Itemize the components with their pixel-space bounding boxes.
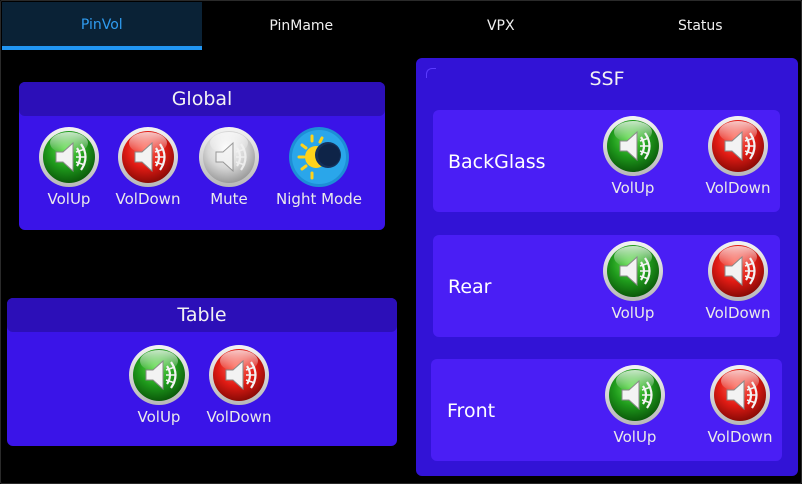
backglass-voldown-button[interactable]: VolDown (699, 115, 777, 197)
global-volup-button[interactable]: VolUp (36, 126, 102, 208)
tab-bar: PinVol PinMame VPX Status (2, 2, 800, 50)
speaker-red-icon (708, 116, 768, 176)
tab-vpx[interactable]: VPX (486, 18, 515, 34)
global-voldown-label: VolDown (115, 190, 181, 208)
speaker-red-icon (209, 345, 269, 405)
rear-voldown-button[interactable]: VolDown (699, 240, 777, 322)
ssf-group-rear: Rear VolUp VolDown (433, 235, 780, 337)
table-voldown-button[interactable]: VolDown (200, 344, 278, 426)
ssf-corner-decoration (426, 68, 436, 78)
tab-pinmame[interactable]: PinMame (269, 18, 334, 34)
mute-button[interactable]: Mute (196, 126, 262, 208)
table-panel-title: Table (7, 298, 397, 332)
global-panel: Global VolUp VolDown Mute (19, 82, 385, 230)
rear-volup-button[interactable]: VolUp (600, 240, 666, 322)
global-panel-title: Global (19, 82, 385, 116)
backglass-volup-label: VolUp (611, 179, 655, 197)
backglass-volup-button[interactable]: VolUp (600, 115, 666, 197)
speaker-green-icon (605, 365, 665, 425)
front-voldown-label: VolDown (707, 428, 773, 446)
table-volup-button[interactable]: VolUp (126, 344, 192, 426)
front-volup-label: VolUp (613, 428, 657, 446)
rear-label: Rear (448, 276, 492, 298)
front-volup-button[interactable]: VolUp (602, 364, 668, 446)
front-label: Front (447, 400, 496, 422)
front-voldown-button[interactable]: VolDown (701, 364, 779, 446)
global-volup-label: VolUp (47, 190, 91, 208)
table-volup-label: VolUp (137, 408, 181, 426)
table-voldown-label: VolDown (206, 408, 272, 426)
speaker-gray-icon (199, 127, 259, 187)
global-voldown-button[interactable]: VolDown (109, 126, 187, 208)
ssf-group-backglass: BackGlass VolUp VolDown (433, 110, 780, 212)
night-mode-icon (289, 127, 349, 187)
speaker-red-icon (708, 241, 768, 301)
speaker-red-icon (710, 365, 770, 425)
ssf-panel: SSF BackGlass VolUp VolDown Rear (416, 58, 798, 476)
ssf-panel-title: SSF (589, 68, 625, 90)
night-mode-label: Night Mode (276, 190, 362, 208)
speaker-green-icon (39, 127, 99, 187)
table-panel: Table VolUp VolDown (7, 298, 397, 446)
speaker-green-icon (603, 116, 663, 176)
tab-status[interactable]: Status (677, 18, 723, 34)
speaker-green-icon (603, 241, 663, 301)
backglass-voldown-label: VolDown (705, 179, 771, 197)
speaker-red-icon (118, 127, 178, 187)
rear-voldown-label: VolDown (705, 304, 771, 322)
rear-volup-label: VolUp (611, 304, 655, 322)
night-mode-button[interactable]: Night Mode (269, 126, 369, 208)
speaker-green-icon (129, 345, 189, 405)
ssf-group-front: Front VolUp VolDown (431, 359, 782, 461)
tab-pinvol[interactable]: PinVol (2, 2, 202, 50)
backglass-label: BackGlass (448, 151, 546, 173)
mute-label: Mute (210, 190, 248, 208)
